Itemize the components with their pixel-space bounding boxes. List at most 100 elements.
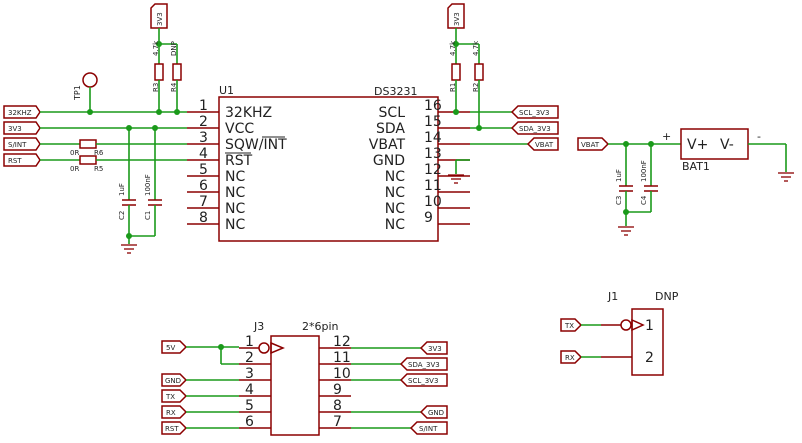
r6-value: 0R [70,149,79,157]
connector-j3: J3 2*6pin 1 2 3 4 5 6 12 11 10 9 8 7 [239,320,351,436]
bat-minus-sign: - [757,130,761,143]
j3-pin-4: 4 [245,382,254,398]
port-3v3-j3-label: 3V3 [428,345,442,353]
u1-pin-name-11: NC [385,185,405,201]
connector-j1: J1 DNP 1 2 [601,290,679,376]
port-scl-3v3-label: SCL_3V3 [519,109,549,117]
j3-pin-6: 6 [245,414,254,430]
j3-pin-12: 12 [333,334,351,350]
ground-symbol [778,172,794,182]
port-scl-3v3-j3: SCL_3V3 [399,373,448,387]
resistor-r6: 0R R6 [70,139,104,157]
u1-pin-num-14: 14 [424,130,442,146]
u1-pin-num-10: 10 [424,194,442,210]
supply-3v3-left: 3V3 [150,3,168,29]
port-32khz-label: 32KHZ [8,109,32,117]
port-rx-j3-label: RX [166,409,176,417]
r4-value: DNP [170,41,178,56]
j3-pin-8: 8 [333,398,342,414]
resistor-r5: 0R R5 [70,155,103,173]
u1-pin-num-16: 16 [424,98,442,114]
port-tx-j3-label: TX [165,393,175,401]
port-rx-j3: RX [161,405,188,419]
port-tx-j1: TX [560,318,583,332]
tp1-ref: TP1 [73,85,82,101]
r1-ref: R1 [449,83,457,92]
u1-pin-name-9: NC [385,217,405,233]
u1-pin-num-12: 12 [424,162,442,178]
supply-3v3-right-label: 3V3 [453,12,461,26]
u1-pin-num-6: 6 [199,178,208,194]
j3-value: 2*6pin [302,320,339,333]
bat-plus-sign: + [662,130,671,143]
capacitor-c2 [122,199,136,206]
r2-ref: R2 [472,83,480,92]
port-rx-j1: RX [560,350,583,364]
u1-pin-name-13: GND [373,153,405,169]
u1-pin-num-9: 9 [424,210,433,226]
j1-pin-2: 2 [645,350,654,366]
u1-pin-num-15: 15 [424,114,442,130]
bat-minus-label: V- [720,137,734,153]
port-vbat-in: VBAT [577,137,610,151]
c2-value: 1uF [118,183,126,196]
junction [156,41,162,47]
u1-value: DS3231 [374,85,417,98]
u1-pin-num-2: 2 [199,114,208,130]
u1-pin-name-3: SQW/INT [225,137,287,153]
port-sda-3v3-label: SDA_3V3 [519,125,551,133]
r5-value: 0R [70,165,79,173]
j1-value: DNP [655,290,679,303]
u1-pin-num-3: 3 [199,130,208,146]
c2-ref: C2 [118,211,126,220]
port-sda-3v3-j3-label: SDA_3V3 [408,361,440,369]
supply-3v3-left-label: 3V3 [156,12,164,26]
u1-ref: U1 [219,84,234,97]
port-3v3-left-label: 3V3 [8,125,22,133]
port-s-int-j3: S/INT [409,421,448,435]
u1-pin-name-15: SDA [376,121,405,137]
port-3v3-j3: 3V3 [419,341,448,355]
supply-3v3-right: 3V3 [447,3,465,29]
ground-symbol [618,226,634,236]
u1-ds3231: U1 DS3231 1 2 3 4 5 6 7 8 32KHZ VCC SQW/… [187,84,470,242]
u1-pin-num-7: 7 [199,194,208,210]
c3-ref: C3 [615,196,623,205]
u1-pin-num-4: 4 [199,146,208,162]
u1-pin-name-12: NC [385,169,405,185]
port-scl-3v3-j3-label: SCL_3V3 [408,377,438,385]
j3-pin-10: 10 [333,366,351,382]
resistor-r4: DNP R4 [170,41,182,92]
j3-pin-3: 3 [245,366,254,382]
port-rst-label: RST [8,157,22,165]
c4-ref: C4 [640,195,648,205]
port-s-int: S/INT [3,137,41,151]
j3-pin-9: 9 [333,382,342,398]
resistor-r3: 4.7k R3 [152,40,164,92]
j1-ref: J1 [607,290,618,303]
port-vbat-in-label: VBAT [581,141,600,149]
u1-pin-num-11: 11 [424,178,442,194]
junction [453,41,459,47]
u1-pin-num-8: 8 [199,210,208,226]
u1-pin-name-10: NC [385,201,405,217]
port-rst: RST [3,153,41,167]
port-tx-j1-label: TX [564,322,574,330]
port-rx-j1-label: RX [565,354,575,362]
bat-plus-label: V+ [687,137,708,153]
capacitor-c4 [644,185,658,192]
u1-pin-name-14: VBAT [369,137,406,153]
port-tx-j3: TX [161,389,188,403]
j3-pin-5: 5 [245,398,254,414]
junction [476,125,482,131]
c3-value: 1uF [615,169,623,182]
j1-pin-1: 1 [645,318,654,334]
junction [156,109,162,115]
port-s-int-label: S/INT [8,141,27,149]
junction [453,109,459,115]
port-gnd-left: GND [161,373,188,387]
resistor-r1: 4.7k R1 [449,40,461,92]
port-5v-label: 5V [166,344,175,352]
port-32khz: 32KHZ [3,105,41,119]
